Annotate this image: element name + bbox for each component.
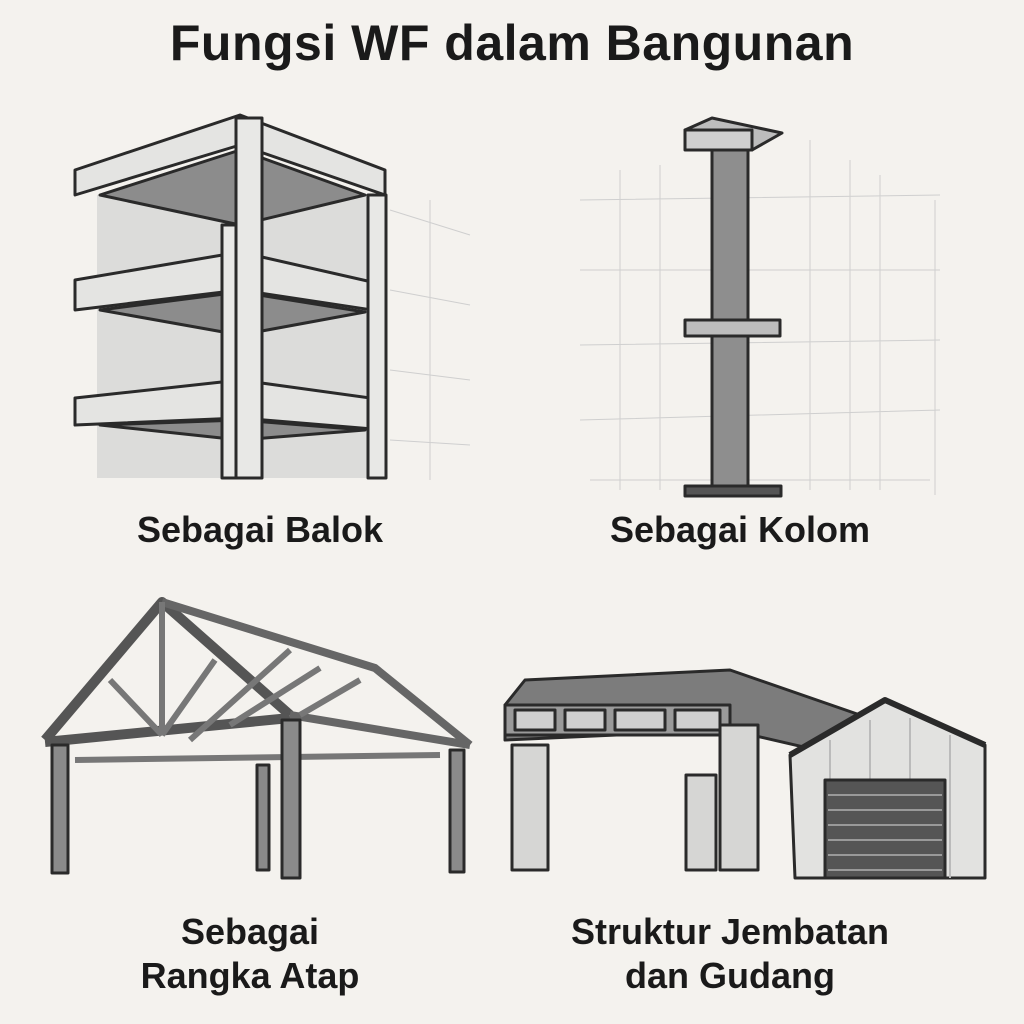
panel-label-roof-truss: Sebagai Rangka Atap: [50, 910, 450, 998]
panel-label-line: Rangka Atap: [140, 955, 360, 996]
roof-truss-illustration: [41, 597, 473, 880]
panel-label-line: Struktur Jembatan: [570, 911, 890, 952]
column-illustration: [579, 116, 941, 498]
bridge-warehouse-illustration: [503, 668, 987, 880]
panel-label-column: Sebagai Kolom: [609, 509, 871, 550]
panel-label-line: Sebagai: [180, 911, 320, 952]
panel-label-line: dan Gudang: [625, 955, 835, 996]
panel-label-bridge-warehouse: Struktur Jembatan dan Gudang: [520, 910, 940, 998]
panel-label-beam: Sebagai Balok: [136, 509, 384, 550]
beam-building-illustration: [73, 113, 471, 480]
page-title: Fungsi WF dalam Bangunan: [169, 15, 855, 71]
